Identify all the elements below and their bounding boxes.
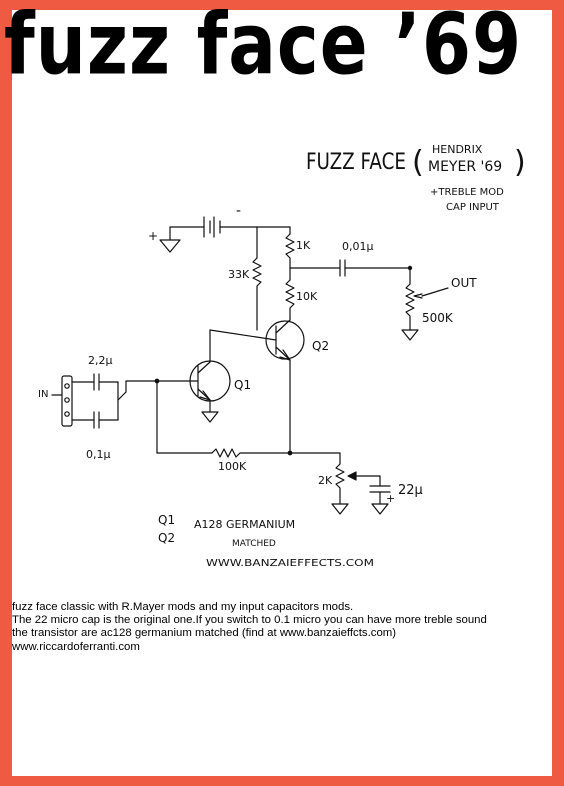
parts-q2: Q2	[158, 531, 175, 545]
caption-link[interactable]: www.riccardoferranti.com	[12, 640, 140, 653]
input-capacitor-0-1	[93, 411, 100, 429]
mod-line2: CAP INPUT	[446, 202, 500, 213]
resistor-1k-label: 1K	[296, 239, 311, 252]
q1-label: Q1	[234, 378, 251, 392]
output-label: OUT	[451, 276, 477, 290]
input-label: IN	[38, 389, 48, 400]
resistor-33k	[252, 257, 262, 331]
ground-icon	[201, 411, 219, 423]
caption-line-1: fuzz face classic with R.Mayer mods and …	[12, 601, 354, 613]
page-title: fuzz face ’69	[4, 0, 523, 94]
cap-selector-switch	[117, 381, 127, 421]
pot-500k	[405, 283, 415, 331]
cap-22-label: 22µ	[398, 483, 423, 498]
output-cap-label: 0,01µ	[342, 240, 374, 253]
resistor-100k	[211, 448, 291, 458]
caption-line-2: The 22 micro cap is the original one.If …	[12, 614, 487, 627]
pot-2k-label: 2K	[318, 474, 333, 487]
pot-500k-label: 500K	[422, 311, 454, 325]
ground-icon	[331, 503, 349, 515]
bracket-close: )	[514, 145, 526, 180]
ground-icon	[159, 226, 181, 253]
resistor-1k	[285, 233, 295, 269]
ground-icon	[401, 329, 419, 341]
cap-22-plus: +	[386, 492, 395, 505]
resistor-10k	[285, 279, 295, 319]
pot-2k	[335, 463, 345, 505]
resistor-100k-label: 100K	[218, 460, 247, 473]
resistor-10k-label: 10K	[296, 290, 318, 303]
resistor-33k-label: 33K	[228, 268, 250, 281]
credit-line1: HENDRIX	[432, 143, 483, 156]
credit-line2: MEYER '69	[428, 159, 502, 175]
input-cap-0-1-label: 0,1µ	[86, 448, 111, 461]
battery-symbol	[169, 216, 258, 238]
mod-line1: +TREBLE MOD	[430, 187, 504, 198]
parts-matched: MATCHED	[232, 539, 276, 549]
page-sheet	[12, 10, 552, 776]
parts-transistor-type: A128 GERMANIUM	[194, 518, 295, 531]
input-jack	[61, 375, 73, 427]
schematic-heading: FUZZ FACE	[306, 150, 406, 175]
input-capacitor-2-2	[93, 373, 100, 391]
ground-icon	[371, 503, 389, 515]
caption-line-3: the transistor are ac128 germanium match…	[12, 627, 397, 640]
bracket-open: (	[412, 145, 424, 180]
output-capacitor	[339, 259, 346, 277]
battery-plus-label: +	[148, 229, 158, 243]
parts-q1: Q1	[158, 513, 175, 527]
q2-label: Q2	[312, 339, 329, 353]
battery-minus-label: -	[236, 203, 241, 219]
description-text: fuzz face classic with R.Mayer mods and …	[12, 601, 532, 654]
website-handwritten: WWW.BANZAIEFFECTS.COM	[206, 558, 374, 569]
input-cap-2-2-label: 2,2µ	[88, 354, 113, 367]
